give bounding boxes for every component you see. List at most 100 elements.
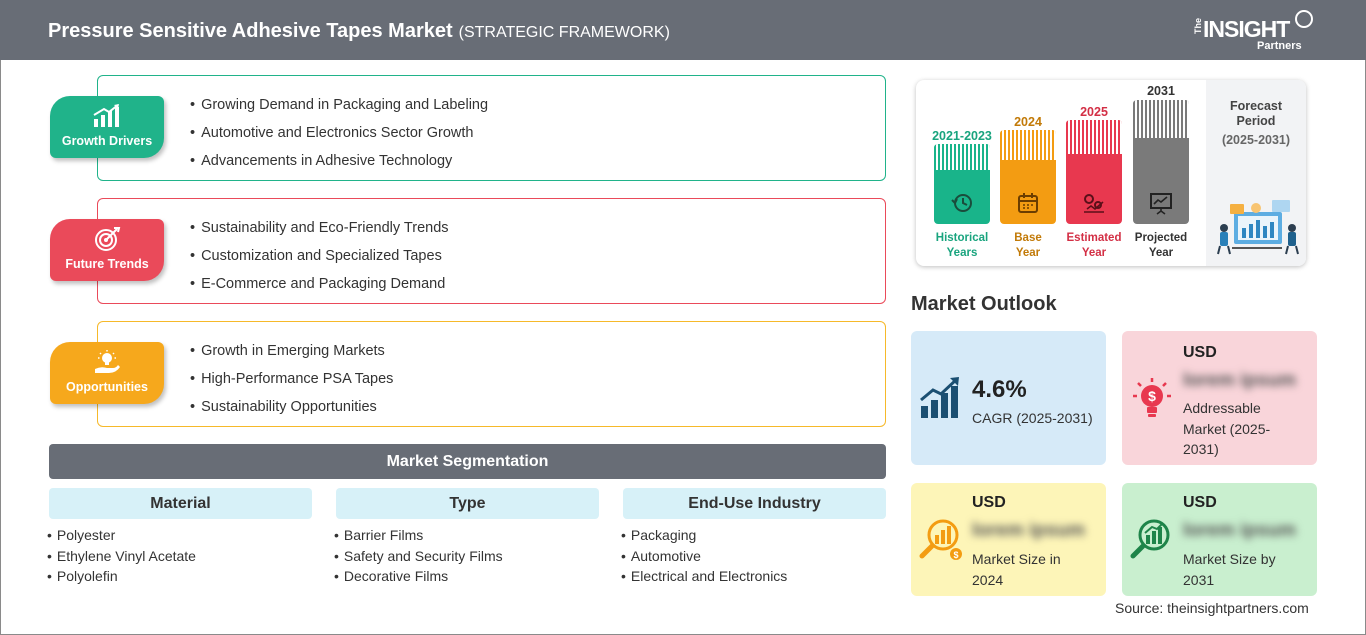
lightbulb-hand-icon [95, 350, 120, 373]
future-trends-badge: Future Trends [50, 219, 164, 281]
list-item: Advancements in Adhesive Technology [190, 152, 488, 180]
forecast-label: Forecast Period [1206, 99, 1306, 129]
blurred-value: lorem ipsum [1183, 520, 1296, 541]
list-item: Automotive and Electronics Sector Growth [190, 124, 488, 152]
list-item: Ethylene Vinyl Acetate [47, 546, 312, 567]
segment-list: Barrier Films Safety and Security Films … [334, 525, 599, 587]
cagr-value: 4.6% [972, 376, 1027, 403]
caption-line: Year [1081, 246, 1107, 259]
header-bar: Pressure Sensitive Adhesive Tapes Market… [0, 0, 1366, 60]
addressable-market-label: Addressable Market (2025-2031) [1183, 400, 1271, 457]
timeline-bar-historical [934, 144, 990, 224]
cagr-card: 4.6% CAGR (2025-2031) [911, 331, 1106, 465]
growth-drivers-badge: Growth Drivers [50, 96, 164, 158]
timeline-caption: Base Year [988, 231, 1068, 260]
list-item: E-Commerce and Packaging Demand [190, 275, 449, 303]
gears-chart-icon [1084, 194, 1104, 213]
cagr-label: CAGR (2025-2031) [972, 410, 1093, 426]
forecast-panel: Forecast Period (2025-2031) [1206, 80, 1306, 266]
list-item: Sustainability and Eco-Friendly Trends [190, 219, 448, 247]
market-size-2024-card: $ USD lorem ipsum Market Size in 2024 [911, 483, 1106, 596]
segment-heading: End-Use Industry [623, 488, 886, 519]
segment-list: Packaging Automotive Electrical and Elec… [621, 525, 886, 587]
market-size-2031-card: USD lorem ipsum Market Size by 2031 [1122, 483, 1317, 596]
future-trends-list: Sustainability and Eco-Friendly Trends C… [190, 219, 449, 303]
caption-line: Estimated [1066, 232, 1122, 244]
list-item: Polyolefin [47, 566, 312, 587]
segment-end-use-industry: End-Use Industry Packaging Automotive El… [623, 488, 886, 587]
page-title: Pressure Sensitive Adhesive Tapes Market… [48, 20, 670, 43]
magnifier-chart-icon: $ [919, 519, 962, 560]
list-item: Packaging [621, 525, 886, 546]
list-item: Growth in Emerging Markets [190, 342, 393, 370]
currency-label: USD [972, 494, 1006, 511]
opportunities-label: Opportunities [66, 380, 148, 394]
forecast-range: (2025-2031) [1221, 133, 1291, 147]
addressable-market-card: $ USD lorem ipsum Addressable Market (20… [1122, 331, 1317, 465]
timeline-bar-estimated [1066, 120, 1122, 224]
list-item: Automotive [621, 546, 886, 567]
currency-label: USD [1183, 344, 1217, 361]
bar-stripes [1133, 100, 1189, 138]
opportunities-card: Growth in Emerging Markets High-Performa… [97, 321, 886, 427]
caption-line: Years [946, 246, 978, 259]
forecast-line: Forecast [1229, 99, 1283, 113]
logo-main-text: INSIGHT [1203, 16, 1290, 42]
segment-heading: Material [49, 488, 312, 519]
title-subtitle: (STRATEGIC FRAMEWORK) [458, 24, 670, 41]
presentation-board-icon [1150, 193, 1172, 215]
bar-stripes [1000, 130, 1056, 160]
timeline-year: 2025 [1080, 105, 1108, 119]
growth-chart-icon [920, 377, 959, 418]
list-item: Barrier Films [334, 525, 599, 546]
svg-text:$: $ [1148, 388, 1156, 404]
bar-chart-up-icon [93, 104, 119, 127]
timeline-year: 2031 [1147, 84, 1175, 98]
opportunities-badge: Opportunities [50, 342, 164, 404]
caption-line: Year [1015, 246, 1041, 259]
magnifier-growth-icon [1130, 519, 1170, 559]
future-trends-card: Sustainability and Eco-Friendly Trends C… [97, 198, 886, 304]
history-clock-icon [951, 194, 972, 212]
list-item: Sustainability Opportunities [190, 398, 393, 426]
bar-stripes [1066, 120, 1122, 154]
timeline-year: 2021-2023 [932, 129, 992, 143]
logo-ring-icon [1295, 10, 1313, 28]
list-item: High-Performance PSA Tapes [190, 370, 393, 398]
source-credit[interactable]: Source: theinsightpartners.com [1115, 600, 1309, 616]
timeline-caption: Estimated Year [1054, 231, 1134, 260]
list-item: Safety and Security Films [334, 546, 599, 567]
forecast-line: Period [1236, 114, 1276, 128]
growth-drivers-label: Growth Drivers [61, 134, 153, 148]
opportunities-list: Growth in Emerging Markets High-Performa… [190, 342, 393, 426]
segment-type: Type Barrier Films Safety and Security F… [336, 488, 599, 587]
dollar-bulb-icon: $ [1133, 378, 1171, 417]
future-trends-label: Future Trends [65, 257, 149, 271]
timeline-bar-base [1000, 130, 1056, 224]
timeline-year: 2024 [1014, 115, 1042, 129]
bar-stripes [934, 144, 990, 170]
list-item: Customization and Specialized Tapes [190, 247, 449, 275]
svg-text:$: $ [953, 550, 958, 560]
caption-line: Projected [1134, 232, 1188, 244]
segmentation-title: Market Segmentation [49, 444, 886, 479]
segment-heading: Type [336, 488, 599, 519]
list-item: Growing Demand in Packaging and Labeling [190, 96, 488, 124]
timeline-caption: Historical Years [922, 231, 1002, 260]
currency-label: USD [1183, 494, 1217, 511]
title-main: Pressure Sensitive Adhesive Tapes Market [48, 20, 453, 42]
market-size-2031-label: Market Size by 2031 [1183, 551, 1276, 588]
calendar-icon [1018, 193, 1038, 213]
analytics-people-icon [1217, 200, 1299, 255]
market-outlook-title: Market Outlook [911, 293, 1057, 315]
segment-list: Polyester Ethylene Vinyl Acetate Polyole… [47, 525, 312, 587]
blurred-value: lorem ipsum [972, 520, 1085, 541]
logo-partners-text: Partners [1257, 40, 1302, 52]
caption-line: Base [1014, 232, 1042, 244]
brand-logo[interactable]: The INSIGHT Partners [1190, 10, 1320, 54]
growth-drivers-list: Growing Demand in Packaging and Labeling… [190, 96, 488, 180]
caption-line: Year [1148, 246, 1174, 259]
logo-the-text: The [1193, 17, 1204, 35]
caption-line: Historical [935, 232, 989, 244]
list-item: Electrical and Electronics [621, 566, 886, 587]
